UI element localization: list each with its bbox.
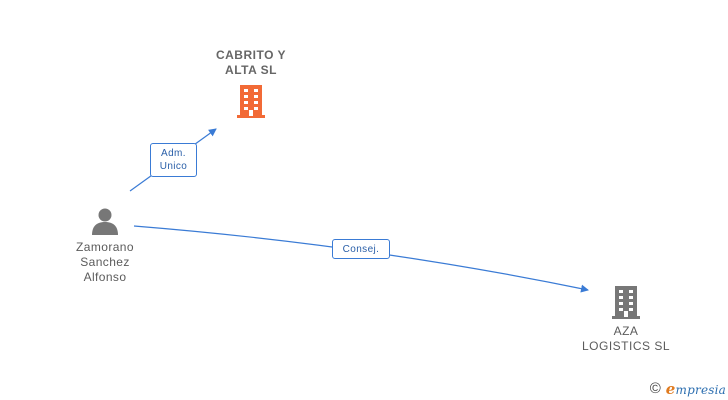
- building-icon: [610, 284, 642, 320]
- company-node-cabrito[interactable]: CABRITO Y ALTA SL: [196, 48, 306, 119]
- person-node-zamorano[interactable]: Zamorano Sanchez Alfonso: [60, 204, 150, 285]
- person-name: Zamorano Sanchez Alfonso: [60, 240, 150, 285]
- person-name-line-3: Alfonso: [83, 270, 127, 284]
- building-icon: [235, 83, 267, 119]
- person-name-line-1: Zamorano: [76, 240, 134, 254]
- footer-brand: © empresia: [650, 380, 726, 398]
- company-name-line-1: CABRITO Y: [215, 48, 287, 62]
- edge-label-adm-unico[interactable]: Adm. Unico: [150, 143, 197, 177]
- company-name-cabrito: CABRITO Y ALTA SL: [196, 48, 306, 78]
- brand-initial: e: [665, 380, 676, 398]
- brand-rest: mpresia: [675, 383, 726, 397]
- company-name-aza: AZA LOGISTICS SL: [571, 324, 681, 354]
- company-name-line-1: AZA: [613, 324, 639, 338]
- person-icon: [89, 204, 121, 236]
- person-name-line-2: Sanchez: [80, 255, 130, 269]
- company-name-line-2: LOGISTICS SL: [581, 339, 671, 353]
- empresia-logo[interactable]: empresia: [666, 380, 726, 398]
- company-node-aza[interactable]: AZA LOGISTICS SL: [571, 284, 681, 354]
- edge-label-line-1: Adm.: [161, 148, 186, 159]
- edge-label-line-1: Consej.: [342, 244, 380, 255]
- copyright-icon: ©: [649, 380, 661, 397]
- edge-label-consej[interactable]: Consej.: [332, 239, 390, 259]
- company-name-line-2: ALTA SL: [225, 63, 277, 77]
- edge-label-line-2: Unico: [159, 161, 188, 172]
